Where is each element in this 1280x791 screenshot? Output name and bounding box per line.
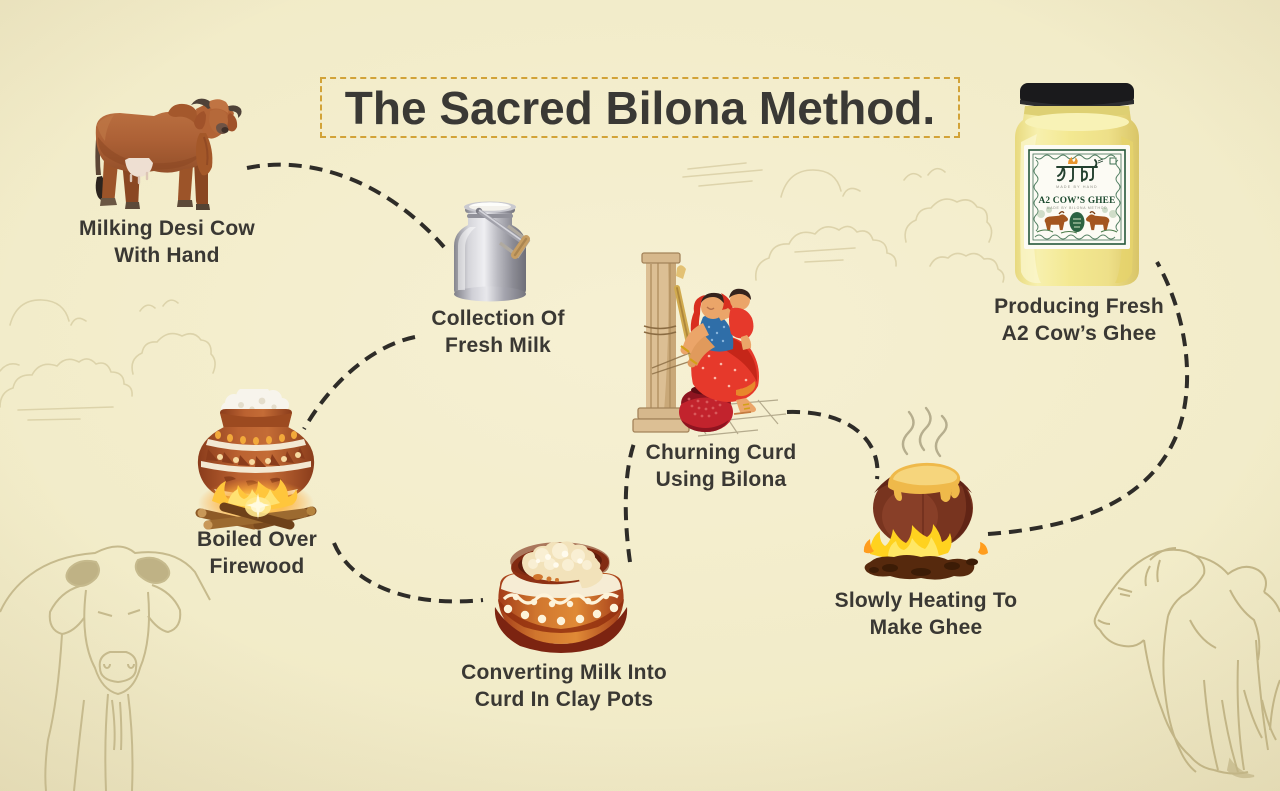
svg-text:MADE BY HAND: MADE BY HAND (1056, 185, 1098, 189)
svg-text:MADE BY BILONA METHOD: MADE BY BILONA METHOD (1047, 206, 1108, 210)
svg-text:A2 COW’S GHEE: A2 COW’S GHEE (1039, 196, 1116, 206)
